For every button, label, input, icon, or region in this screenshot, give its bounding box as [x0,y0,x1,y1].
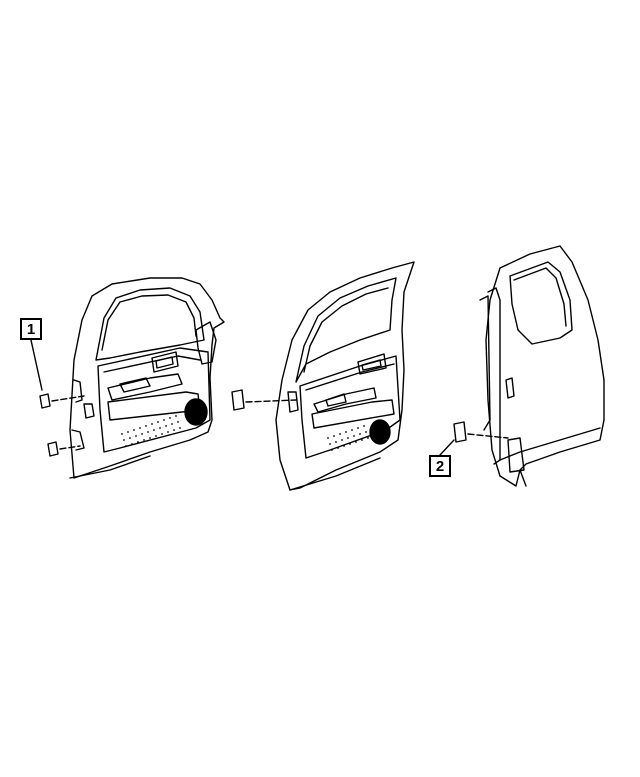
middle-label-part [231,389,245,411]
front-speaker-grille-dots [121,415,181,447]
upper-label-part [39,393,51,409]
front-door-middle [231,261,415,491]
front-door-labels [30,339,85,457]
rear-label-part [453,421,467,443]
front-speaker [184,398,208,426]
middle-speaker [369,419,391,445]
callout-1-leader [30,339,43,391]
middle-speaker-grille-dots [327,425,369,451]
lower-label-part [47,441,59,457]
callout-1-label: 1 [26,320,36,338]
callout-2: 2 [429,455,451,477]
front-door-left [69,277,225,479]
rear-door [439,245,605,487]
callout-1: 1 [20,318,42,340]
callout-2-label: 2 [435,457,445,475]
callout-2-leader [439,439,455,456]
rear-window [509,261,573,345]
